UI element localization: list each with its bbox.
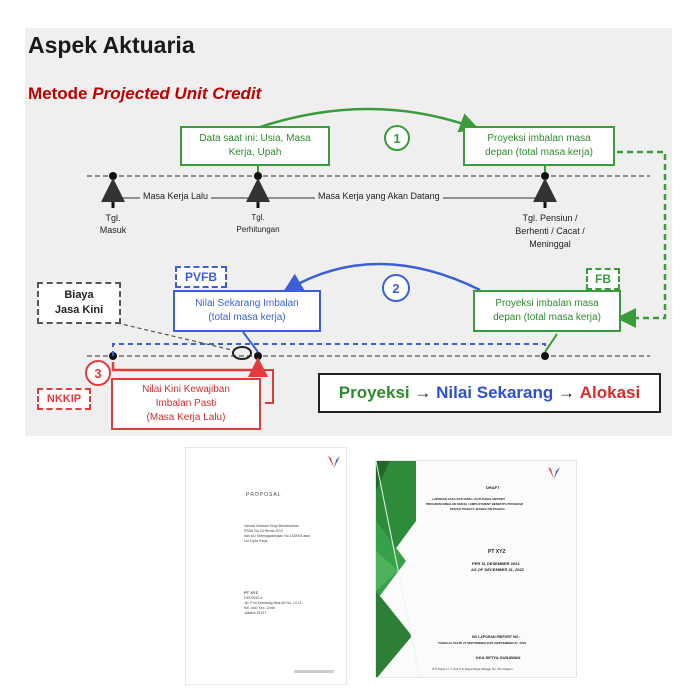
- report-logo: [548, 467, 560, 479]
- proposal-addr-1: GEDUNG A: [244, 596, 263, 600]
- seq-arrow-2: →: [553, 383, 580, 402]
- seq-present-value: Nilai Sekarang: [436, 383, 554, 402]
- report-title-1: LAPORAN JASA AKTUARIA / ACTUARIAL REPORT: [432, 497, 506, 501]
- report-footer-address: ITS Tower Lt. 7 Unit 9-U Raya Pasar Ming…: [432, 667, 513, 671]
- nkkip-tag: NKKIP: [37, 388, 91, 410]
- proposal-document: PROPOSAL Valuasi Imbalan Kerja Berdasark…: [185, 447, 347, 685]
- diagram-connectors: [87, 107, 667, 404]
- report-draft: DRAFT: [486, 485, 500, 490]
- proposal-line-4: UU Cipta Kerja: [244, 539, 268, 543]
- proposal-company: PT XYZ: [244, 590, 259, 595]
- report-title-3: SESUAI PSAK24 / BASED ON PSAK24: [450, 507, 505, 511]
- exit-date-label: Tgl. Pensiun /Berhenti / Cacat /Meningga…: [515, 213, 585, 249]
- report-as-of: AS OF DECEMBER 31, 2022: [471, 567, 524, 572]
- report-period: PER 31 DESEMBER 2022: [472, 561, 520, 566]
- company-logo: [328, 456, 340, 468]
- proposal-addr-2: Jln. Puri Kembang Blok A5 No. 10-11: [244, 601, 302, 605]
- report-date: TANGGAL /DATE 27 SEPTEMBER 2023 /SEPTEMB…: [438, 641, 527, 645]
- report-actuary: KKA SETYA GUNAWAN: [476, 655, 521, 660]
- step-2-marker: 2: [382, 274, 410, 302]
- actuarial-slide: Aspek Aktuaria Metode Projected Unit Cre…: [25, 28, 672, 436]
- proposal-addr-3: Kel. Aldi, Kec. Cinta: [244, 606, 275, 610]
- fb-tag: FB: [586, 268, 620, 290]
- past-service-label: Masa Kerja Lalu: [140, 190, 212, 202]
- seq-allocation: Alokasi: [579, 383, 641, 402]
- pvfb-tag: PVFB: [175, 266, 227, 288]
- valuation-date-label: Tgl.Perhitungan: [236, 213, 280, 234]
- proposal-footer-bar: [294, 670, 334, 673]
- step-3-marker: 3: [85, 360, 111, 386]
- actuarial-report-document: DRAFT LAPORAN JASA AKTUARIA / ACTUARIAL …: [375, 460, 577, 678]
- slide-title: Aspek Aktuaria: [28, 32, 195, 58]
- report-title-2: PROGRAM IMBALAN KERJA / EMPLOYMENT BENEF…: [426, 502, 524, 506]
- proposal-heading: PROPOSAL: [246, 492, 282, 498]
- proposal-addr-4: Jakarta 15147: [244, 611, 267, 615]
- method-sequence-banner: Proyeksi → Nilai Sekarang → Alokasi: [318, 373, 661, 413]
- present-value-box: Nilai Sekarang Imbalan(total masa kerja): [173, 290, 321, 332]
- proposal-line-1: Valuasi Imbalan Kerja Berdasarkan: [244, 524, 299, 528]
- proposal-line-2: PSAK No.24 Revisi 2013: [244, 529, 283, 533]
- future-service-label: Masa Kerja yang Akan Datang: [315, 190, 443, 202]
- report-company: PT XYZ: [488, 549, 506, 555]
- report-cover-graphic: [376, 461, 421, 677]
- proposal-line-3: dan UU Ketenagakerjaan No.13/2003 atau: [244, 534, 311, 538]
- seq-arrow-1: →: [409, 383, 437, 402]
- seq-projection: Proyeksi: [338, 383, 410, 402]
- slide-subtitle: Metode Projected Unit Credit: [28, 84, 262, 103]
- report-number: NO LAPORAN /REPORT NO :: [472, 635, 521, 639]
- entry-date-label: Tgl.Masuk: [99, 213, 127, 235]
- step-1-marker: 1: [384, 125, 410, 151]
